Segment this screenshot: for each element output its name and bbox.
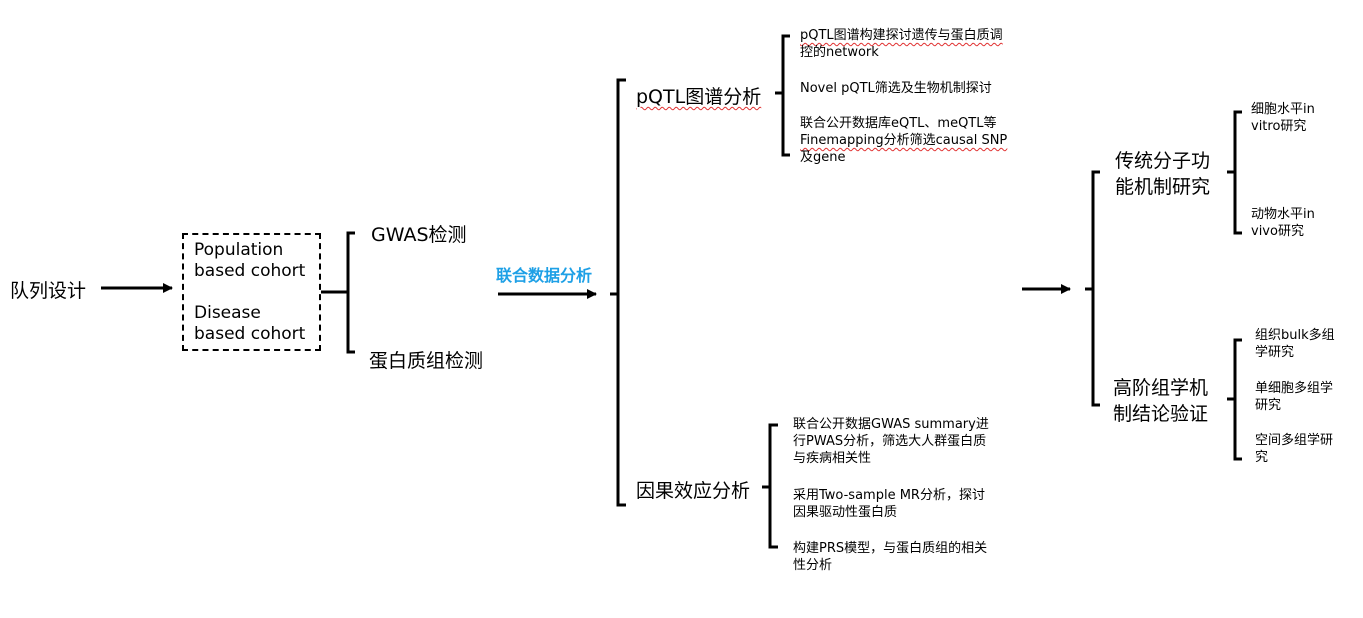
omics-item-spatial-line-1: 空间多组学研: [1255, 433, 1334, 448]
omics-item-bulk-line-1: 组织bulk多组: [1255, 328, 1335, 343]
causal-item-pwas-line-3: 与疾病相关性: [793, 451, 872, 466]
omics-title: 高阶组学机 制结论验证: [1113, 375, 1208, 427]
omics-item-singlecell: 单细胞多组学 研究: [1255, 380, 1333, 414]
bracket-analysis: [616, 78, 626, 507]
pqtl-item-finemapping-line-2: Finemapping分析筛选causal SNP: [800, 133, 1008, 148]
traditional-item-vivo: 动物水平in vivo研究: [1251, 206, 1315, 240]
causal-item-pwas-line-2: 行PWAS分析，筛选大人群蛋白质: [793, 434, 987, 449]
causal-item-prs-line-2: 性分析: [793, 558, 833, 573]
omics-item-bulk-line-2: 学研究: [1255, 345, 1295, 360]
joint-analysis-label: 联合数据分析: [496, 266, 593, 285]
omics-title-line-2: 制结论验证: [1113, 403, 1209, 425]
traditional-title-line-2: 能机制研究: [1115, 176, 1211, 198]
traditional-item-vitro-line-1: 细胞水平in: [1251, 102, 1315, 117]
pqtl-title-text: pQTL图谱分析: [636, 86, 762, 108]
population-line-1: Population: [194, 240, 284, 260]
bracket-causal: [768, 423, 778, 549]
pqtl-item-network-line-2: 控的network: [800, 45, 879, 60]
omics-title-line-1: 高阶组学机: [1113, 377, 1209, 399]
omics-item-spatial-line-2: 究: [1255, 450, 1269, 465]
disease-line-1: Disease: [194, 303, 261, 323]
pqtl-item-network: pQTL图谱构建探讨遗传与蛋白质调 控的network: [800, 27, 1003, 61]
bracket-validation: [1091, 170, 1100, 407]
pqtl-item-novel-line-1: Novel pQTL筛选及生物机制探讨: [800, 81, 992, 96]
causal-item-pwas: 联合公开数据GWAS summary进 行PWAS分析，筛选大人群蛋白质 与疾病…: [793, 416, 989, 467]
pqtl-item-network-line-1: pQTL图谱构建探讨遗传与蛋白质调: [800, 28, 1003, 43]
bracket-pqtl: [781, 34, 790, 157]
causal-item-pwas-line-1: 联合公开数据GWAS summary进: [793, 417, 989, 432]
pqtl-item-novel: Novel pQTL筛选及生物机制探讨: [800, 80, 992, 97]
pqtl-title: pQTL图谱分析: [636, 82, 761, 109]
traditional-item-vivo-line-1: 动物水平in: [1251, 207, 1315, 222]
omics-item-bulk: 组织bulk多组 学研究: [1255, 327, 1335, 361]
proteome-detection-label: 蛋白质组检测: [369, 350, 484, 372]
pqtl-item-finemapping: 联合公开数据库eQTL、meQTL等 Finemapping分析筛选causal…: [800, 115, 1007, 166]
gwas-detection-label: GWAS检测: [371, 224, 467, 246]
causal-item-mr: 采用Two-sample MR分析，探讨 因果驱动性蛋白质: [793, 487, 985, 521]
population-line-2: based cohort: [194, 261, 306, 281]
bracket-traditional: [1233, 110, 1242, 235]
pqtl-item-finemapping-line-3: 及gene: [800, 150, 846, 165]
cohort-title: 队列设计: [10, 280, 87, 302]
omics-item-singlecell-line-1: 单细胞多组学: [1255, 381, 1334, 396]
traditional-title: 传统分子功 能机制研究: [1115, 148, 1210, 200]
omics-item-singlecell-line-2: 研究: [1255, 398, 1282, 413]
disease-cohort-label: Disease based cohort: [194, 303, 305, 345]
population-cohort-label: Population based cohort: [194, 240, 305, 282]
traditional-title-line-1: 传统分子功: [1115, 150, 1211, 172]
causal-title: 因果效应分析: [636, 480, 751, 502]
bracket-omics: [1233, 338, 1242, 461]
causal-item-prs: 构建PRS模型，与蛋白质组的相关 性分析: [793, 540, 987, 574]
traditional-item-vivo-line-2: vivo研究: [1251, 224, 1304, 239]
pqtl-item-finemapping-line-1: 联合公开数据库eQTL、meQTL等: [800, 116, 997, 131]
disease-line-2: based cohort: [194, 324, 306, 344]
causal-item-mr-line-1: 采用Two-sample MR分析，探讨: [793, 488, 985, 503]
cohort-box: [182, 233, 321, 351]
bracket-detection: [346, 231, 355, 354]
causal-item-mr-line-2: 因果驱动性蛋白质: [793, 505, 898, 520]
causal-item-prs-line-1: 构建PRS模型，与蛋白质组的相关: [793, 541, 988, 556]
traditional-item-vitro: 细胞水平in vitro研究: [1251, 101, 1315, 135]
traditional-item-vitro-line-2: vitro研究: [1251, 119, 1307, 134]
omics-item-spatial: 空间多组学研 究: [1255, 432, 1333, 466]
